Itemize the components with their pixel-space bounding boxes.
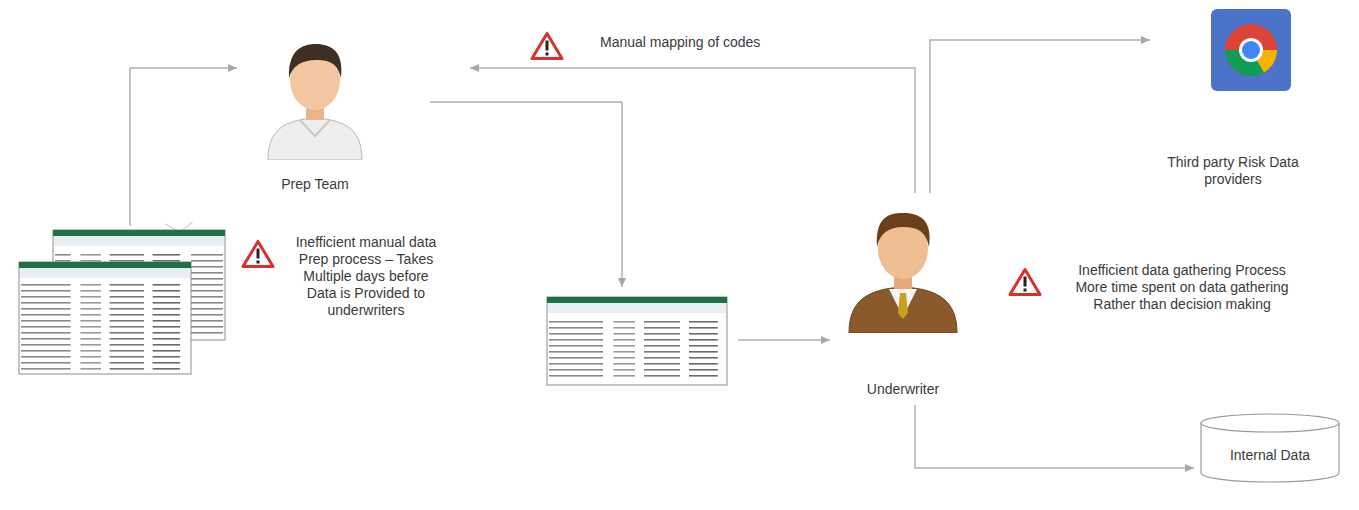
spreadsheet-window: [547, 297, 727, 385]
ribbon: [20, 268, 190, 278]
jacket: [849, 287, 957, 333]
ribbon: [54, 236, 224, 246]
node-text: Internal Data: [1200, 447, 1340, 464]
node-text: Third party Risk Data providers: [1158, 154, 1308, 188]
warning-icon-box: [1008, 266, 1042, 301]
underwriter-node: Underwriter: [838, 205, 968, 400]
underwriter-icon: [843, 205, 963, 333]
node-text: Prep Team: [255, 176, 375, 193]
spreadsheet-rows: [21, 282, 189, 370]
title-bar: [53, 230, 225, 236]
node-text: Underwriter: [838, 381, 968, 398]
spreadsheet-window: [19, 262, 191, 374]
connector: [930, 40, 1150, 193]
spreadsheet-node: [545, 295, 730, 387]
connector: [738, 339, 830, 341]
node-text: Inefficient manual data Prep process – T…: [287, 234, 445, 319]
warning-icon-box: [241, 238, 275, 273]
database-node: Internal Data: [1200, 413, 1340, 483]
hair: [877, 213, 930, 247]
warning-triangle: [1010, 270, 1040, 295]
warning-mark: [546, 41, 549, 51]
warning-dot: [1024, 289, 1027, 292]
collar: [300, 120, 330, 136]
warning-icon-box: [530, 30, 564, 65]
node-art: [545, 295, 730, 391]
provider-node: Third party Risk Data providers: [1158, 8, 1308, 193]
cylinder-top: [1201, 414, 1339, 432]
warning-icon: [1008, 266, 1042, 297]
warning-icon: [530, 30, 564, 61]
logo-ring: [1239, 38, 1263, 62]
spreadsheet: [545, 295, 730, 387]
title-bar: [547, 297, 727, 303]
node-art: [1210, 8, 1292, 96]
connector: [915, 405, 1194, 468]
edge-label: Manual mapping of codes: [598, 34, 762, 51]
warning-mark: [257, 249, 260, 259]
warning-mark: [1024, 277, 1027, 287]
warning-icon: [241, 238, 275, 269]
note-text: Inefficient data gathering Process More …: [1060, 262, 1304, 313]
icon-tile: [1211, 9, 1291, 91]
tie: [898, 293, 908, 319]
spreadsheet-stack: [15, 222, 230, 382]
data-files: Inefficient manual data Prep process – T…: [15, 222, 445, 387]
title-bar: [19, 262, 191, 268]
warning-triangle: [243, 242, 273, 267]
shirt: [268, 118, 362, 160]
node-art: [15, 222, 230, 386]
connector: [430, 102, 622, 287]
person-icon: [260, 38, 370, 160]
logo-red: [1225, 24, 1277, 76]
warning-triangle: [532, 34, 562, 59]
hair: [289, 44, 342, 78]
logo-center: [1242, 41, 1260, 59]
warning-dot: [257, 261, 260, 264]
prep-team-node: Prep Team: [255, 38, 375, 198]
node-art: [843, 205, 963, 337]
warning-dot: [546, 53, 549, 56]
ribbon: [548, 303, 726, 313]
connector: [130, 68, 237, 226]
browser-icon: [1210, 8, 1292, 92]
node-art: [260, 38, 370, 164]
spreadsheet-rows: [549, 317, 725, 381]
connector: [470, 68, 915, 193]
